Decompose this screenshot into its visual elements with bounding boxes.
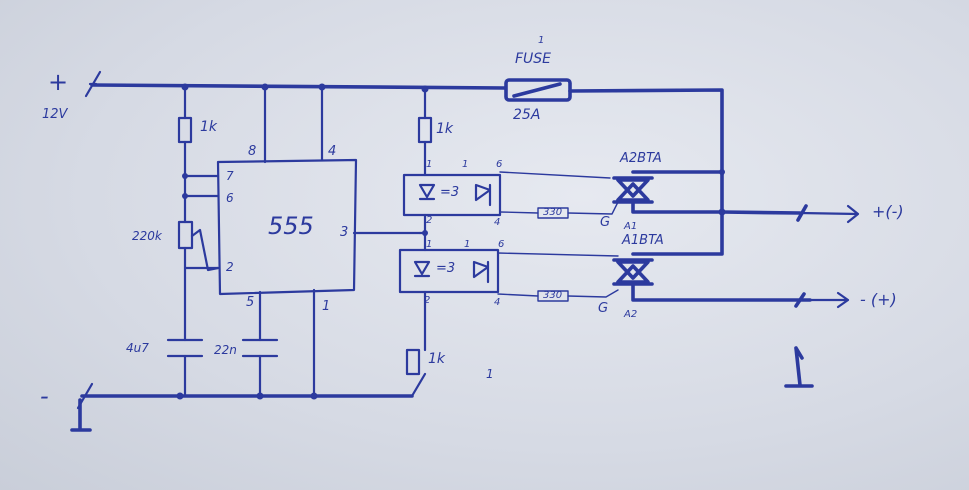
timer-555-body — [216, 158, 358, 296]
r-top-label: 1k — [436, 121, 454, 137]
timer-pin8-label: 8 — [248, 144, 257, 159]
positive-terminal — [84, 70, 102, 98]
timer-pin2-label: 2 — [226, 260, 234, 274]
opto-2-pin-b: 2 — [424, 295, 431, 306]
pot-label: 220k — [132, 229, 162, 243]
opto-1-pin-c: 6 — [496, 159, 503, 170]
r1-label: 1k — [200, 119, 218, 135]
timer-pin1-label: 1 — [322, 299, 331, 314]
output-bottom-label: - (+) — [860, 290, 897, 309]
junction-dots — [176, 83, 726, 400]
triac-2-name: A1BTA — [622, 233, 664, 248]
ground-symbol-right — [784, 346, 814, 388]
ground-symbol-left — [70, 398, 92, 432]
fuse-body — [504, 78, 572, 102]
gate-resistor-1-label: 330 — [543, 207, 563, 218]
triac-1-symbol — [612, 176, 654, 204]
timer-pin7-label: 7 — [226, 169, 234, 183]
opto-1-pin-b: 2 — [426, 215, 433, 226]
timer-pin5-label: 5 — [246, 295, 255, 310]
c-timing-label: 4u7 — [126, 341, 149, 355]
opto-2-pin-d: 4 — [494, 297, 501, 308]
timer-pin6-label: 6 — [226, 191, 234, 205]
triac-2-symbol — [612, 258, 654, 286]
output-top-line — [720, 210, 802, 215]
output-bottom-tick — [794, 292, 806, 308]
optocoupler-1-led — [418, 183, 436, 201]
fuse-rating-label: 25A — [513, 107, 541, 123]
fuse-element — [512, 82, 562, 98]
supply-plus-label: + — [48, 68, 69, 96]
mark-2: 1 — [464, 239, 471, 250]
optocoupler-1-out-wires — [499, 171, 619, 215]
optocoupler-2-out-wires — [497, 252, 619, 298]
output-top-tick — [796, 204, 808, 222]
gate-resistor-2 — [537, 290, 569, 302]
capacitor-timing — [166, 338, 204, 358]
triac-1-wires — [631, 170, 724, 214]
r-bottom-label: 1k — [428, 351, 446, 367]
triac-1-a-label: A1 — [624, 221, 638, 232]
triac-2-wires — [631, 210, 812, 302]
fuse-name-label: FUSE — [515, 51, 552, 67]
capacitor-ctrl — [241, 338, 279, 358]
opto-1-symbol-label: =3 — [440, 185, 460, 200]
output-top-arrow — [798, 204, 860, 224]
triac-2-gate-label: G — [598, 301, 609, 316]
gate-resistor-2-label: 330 — [543, 290, 563, 301]
timer-name-label: 555 — [268, 212, 314, 240]
optocoupler-1-body — [402, 173, 502, 217]
resistor-r-bottom — [405, 348, 421, 376]
optocoupler-2-triac — [472, 260, 490, 284]
opto-2-pin-c: 6 — [498, 239, 505, 250]
timer-pin3-label: 3 — [340, 225, 349, 240]
mark-1: 1 — [462, 159, 469, 170]
triac-1-name: A2BTA — [620, 151, 662, 166]
opto-2-pin-a: 1 — [426, 239, 433, 250]
mark-3: 1 — [486, 367, 494, 381]
supply-voltage-label: 12V — [42, 107, 68, 122]
triac-1-gate-label: G — [600, 215, 611, 230]
optocoupler-2-body — [398, 248, 500, 294]
resistor-r-top — [417, 116, 433, 144]
opto-1-pin-d: 4 — [494, 217, 501, 228]
fuse-index-mark: 1 — [538, 35, 545, 46]
output-top-label: +(-) — [872, 202, 904, 221]
optocoupler-2-led — [413, 260, 431, 278]
resistor-r1 — [177, 116, 193, 144]
potentiometer-body — [177, 220, 194, 250]
opto-1-pin-a: 1 — [426, 159, 433, 170]
triac-2-a-label: A2 — [624, 309, 638, 320]
potentiometer-wiper — [190, 228, 220, 272]
timer-pin4-label: 4 — [328, 144, 337, 159]
opto-2-symbol-label: =3 — [436, 261, 456, 276]
gate-resistor-1 — [537, 207, 569, 219]
optocoupler-1-triac — [474, 183, 492, 207]
left-branch-wire — [183, 84, 220, 398]
output-bottom-arrow — [808, 291, 850, 309]
supply-minus-label: - — [40, 382, 49, 410]
c-ctrl-label: 22n — [214, 343, 237, 357]
